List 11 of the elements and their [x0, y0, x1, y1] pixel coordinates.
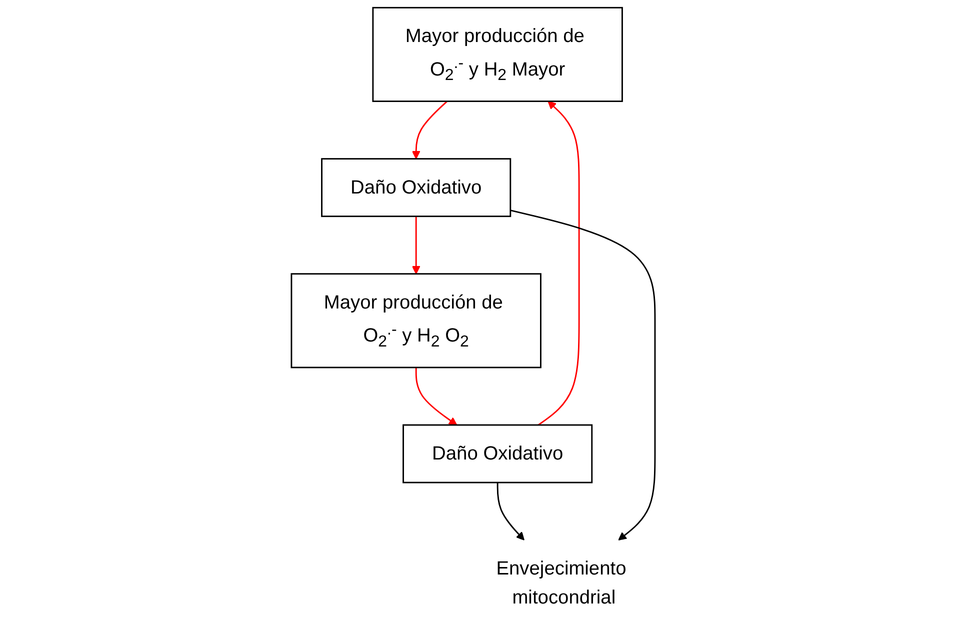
arrow: [496, 482, 524, 540]
node-box: Daño Oxidativo: [402, 424, 593, 484]
arrow: [412, 100, 448, 160]
node-box: Mayor producción de O$_{2}$$^{.-}$ y H$_{2}$ Mayor: [372, 6, 623, 102]
arrow: [415, 367, 458, 426]
arrow: [510, 210, 656, 540]
node-text: Envejecimiento mitocondrial: [496, 558, 626, 608]
node-box: Mayor producción de O$_{2}$$^{.-}$ y H$_{2}$ O$_{2}$: [290, 273, 542, 368]
node-box: Daño Oxidativo: [321, 158, 512, 218]
arrow: [538, 100, 580, 426]
arrow: [412, 216, 420, 274]
